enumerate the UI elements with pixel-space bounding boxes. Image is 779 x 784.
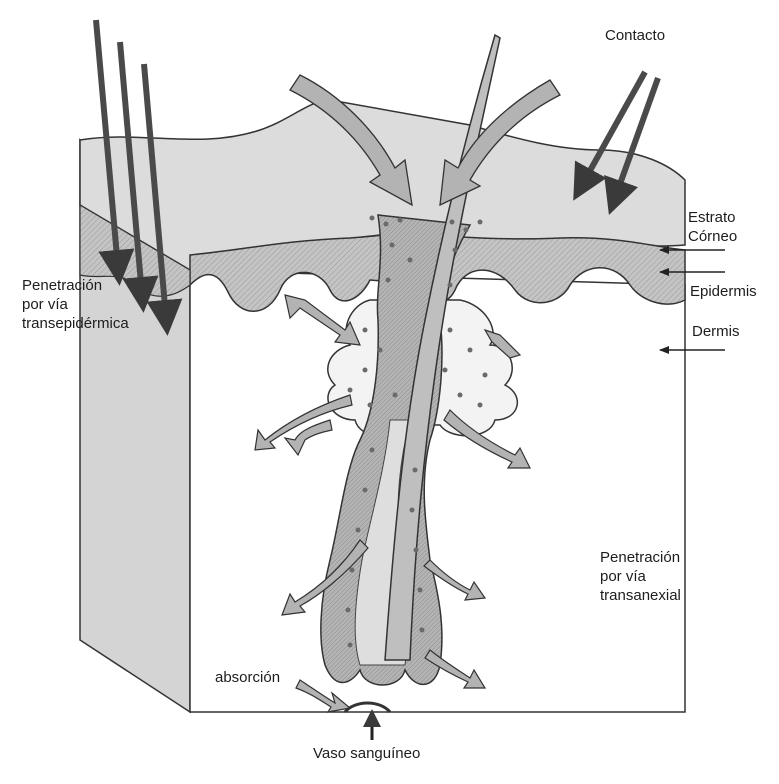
label-vaso-sanguineo: Vaso sanguíneo [313, 744, 420, 763]
label-transanexial-line3: transanexial [600, 586, 750, 605]
label-transepidermica-line2: por vía [22, 295, 182, 314]
label-absorcion: absorción [215, 668, 280, 687]
label-dermis: Dermis [692, 322, 740, 341]
label-contacto: Contacto [605, 26, 665, 45]
label-penetracion-transanexial: Penetración por vía transanexial [600, 548, 750, 605]
label-transanexial-line1: Penetración [600, 548, 750, 567]
label-transepidermica-line3: transepidérmica [22, 314, 182, 333]
label-penetracion-transepidermica: Penetración por vía transepidérmica [22, 276, 182, 333]
label-transepidermica-line1: Penetración [22, 276, 182, 295]
label-estrato-line1: Estrato [688, 208, 774, 227]
label-transanexial-line2: por vía [600, 567, 750, 586]
label-epidermis: Epidermis [690, 282, 757, 301]
label-estrato-corneo: Estrato Córneo [688, 208, 774, 246]
label-estrato-line2: Córneo [688, 227, 774, 246]
